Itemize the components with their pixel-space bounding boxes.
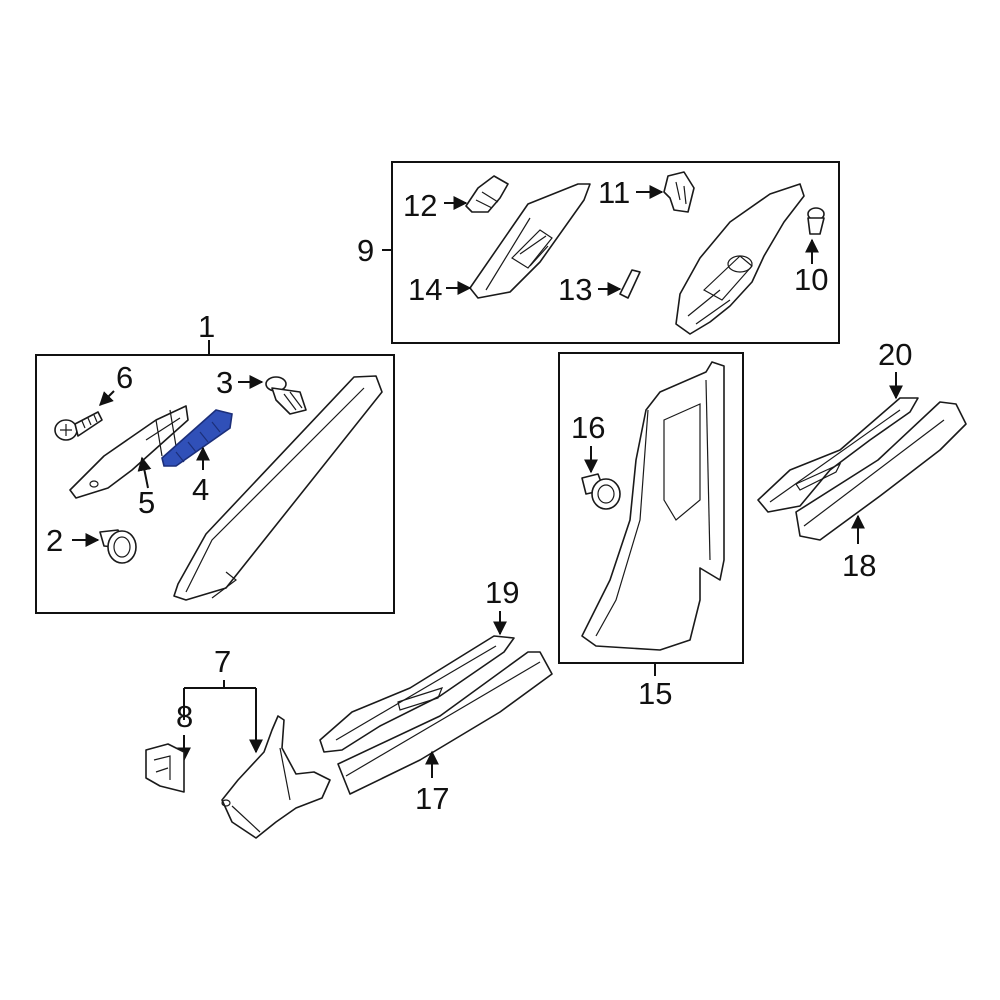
callout-11[interactable]: 11 [598,175,630,210]
part-7-kick-panel[interactable] [221,715,331,839]
b-pillar-upper-trim [675,183,805,335]
callout-13[interactable]: 13 [558,272,592,307]
callout-17[interactable]: 17 [415,781,449,816]
callout-14[interactable]: 14 [408,272,442,307]
part-6-screw[interactable] [54,411,103,441]
group-box-9 [391,161,840,344]
callout-16[interactable]: 16 [571,410,605,445]
part-18-scuff-panel[interactable] [795,401,967,541]
part-10-clip[interactable] [807,207,825,235]
part-17-scuff-panel[interactable] [337,651,553,795]
part-12-bracket[interactable] [465,175,509,213]
callout-9[interactable]: 9 [357,233,374,268]
part-8-clip[interactable] [145,743,185,793]
callout-2[interactable]: 2 [46,523,63,558]
part-13-pin[interactable] [619,269,641,299]
group-box-1 [35,354,395,614]
part-20-sill-plate[interactable] [757,397,919,513]
callout-8[interactable]: 8 [176,699,193,734]
callout-19[interactable]: 19 [485,575,519,610]
callout-10[interactable]: 10 [794,262,828,297]
part-16-clip[interactable] [581,473,621,510]
part-5-trim-piece[interactable] [69,405,189,499]
part-3-clip[interactable] [265,376,307,415]
callout-5[interactable]: 5 [138,485,155,520]
callout-18[interactable]: 18 [842,548,876,583]
callout-1[interactable]: 1 [198,309,215,344]
part-4-highlighted-strip[interactable] [161,409,233,467]
callout-6[interactable]: 6 [116,360,133,395]
part-11-clip[interactable] [663,171,695,213]
callout-20[interactable]: 20 [878,337,912,372]
callout-4[interactable]: 4 [192,472,209,507]
a-pillar-trim [173,375,383,601]
callout-15[interactable]: 15 [638,676,672,711]
part-2-clip[interactable] [99,529,137,564]
callout-3[interactable]: 3 [216,365,233,400]
part-19-sill-plate[interactable] [319,635,515,753]
group-box-15 [558,352,744,664]
b-pillar-lower-trim [581,361,725,651]
callout-12[interactable]: 12 [403,188,437,223]
callout-7[interactable]: 7 [214,644,231,679]
part-14-upper-trim[interactable] [469,183,591,299]
